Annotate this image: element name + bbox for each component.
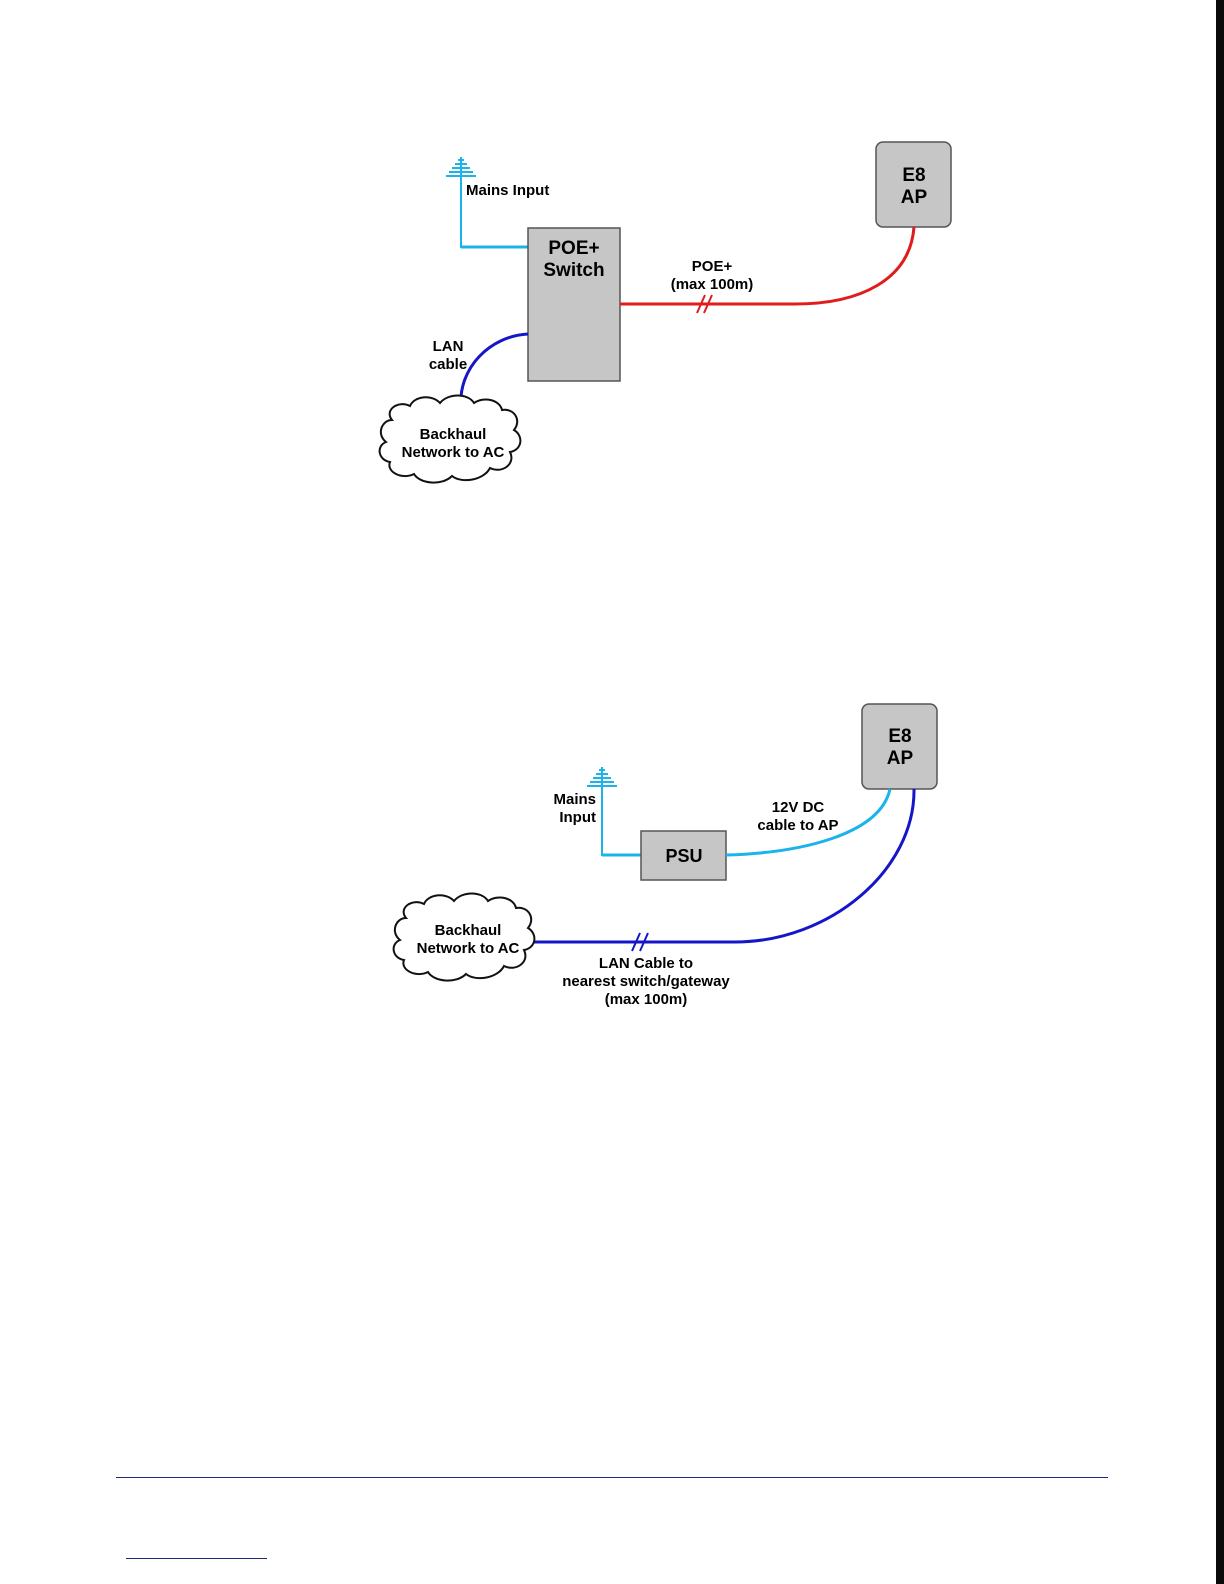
lan-cable [461, 334, 528, 407]
dc-label-line2: cable to AP [757, 817, 838, 834]
ap2-label-line1: E8 [888, 726, 911, 747]
dc-label-line1: 12V DC [772, 799, 825, 816]
lan2-label-line1: LAN Cable to [599, 955, 693, 972]
lan-label-line1: LAN [433, 338, 464, 355]
mains-antenna-icon [446, 157, 476, 248]
lan2-label-line3: (max 100m) [605, 991, 688, 1008]
cloud2-label-line1: Backhaul [435, 922, 502, 939]
cloud2-label-line2: Network to AC [417, 940, 520, 957]
mains-label-line2: Input [559, 809, 596, 826]
diagram-poe-switch: Mains Input POE+ Switch E8 AP POE+ (max … [380, 142, 951, 483]
psu-label: PSU [665, 846, 702, 866]
poe-label-line2: (max 100m) [671, 276, 754, 293]
cloud-label-line2: Network to AC [402, 444, 505, 461]
diagram-psu: Mains Input PSU E8 AP 12V DC cable to AP… [394, 704, 937, 1008]
ap-label-line2: AP [901, 187, 928, 208]
ap-label-line1: E8 [902, 165, 925, 186]
mains-input-label: Mains Input [466, 182, 549, 199]
switch-label-line2: Switch [543, 260, 604, 281]
ap2-label-line2: AP [887, 748, 914, 769]
lan-label-line2: cable [429, 356, 467, 373]
poe-cable [620, 227, 914, 304]
switch-label-line1: POE+ [548, 238, 599, 259]
footer-divider [116, 1477, 1108, 1478]
cloud-label-line1: Backhaul [420, 426, 487, 443]
lan2-label-line2: nearest switch/gateway [562, 973, 730, 990]
footer-link-underline [126, 1558, 267, 1559]
mains-label-line1: Mains [553, 791, 596, 808]
poe-label-line1: POE+ [692, 258, 733, 275]
